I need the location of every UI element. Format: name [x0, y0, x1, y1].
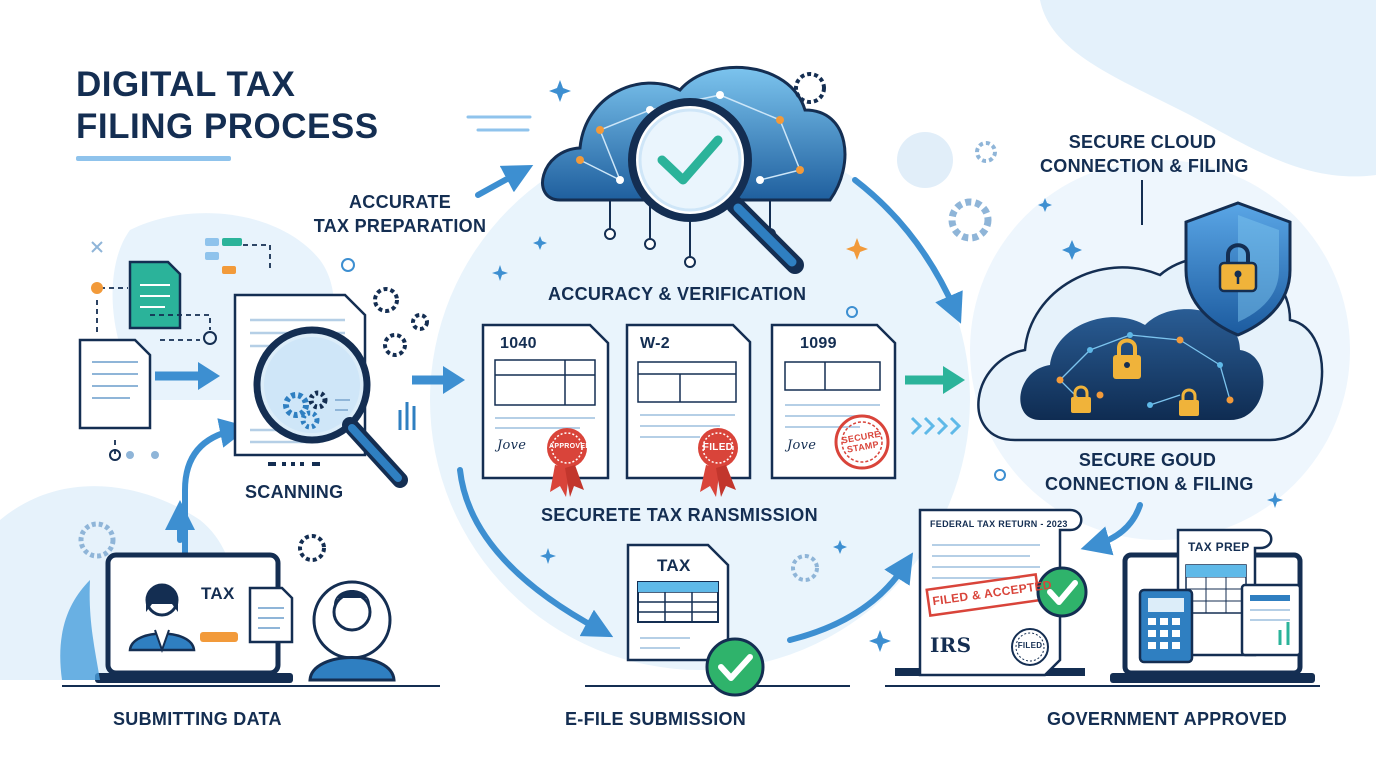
- scanning-illustration: [233, 287, 429, 488]
- input-documents: [78, 238, 271, 461]
- label-government-approved: GOVERNMENT APPROVED: [1047, 709, 1288, 729]
- verification-cloud: [541, 65, 997, 274]
- label-secure-cloud-top-line2: CONNECTION & FILING: [1040, 156, 1249, 176]
- ring-dots: [341, 258, 1006, 481]
- efile-doc-label: TAX: [657, 556, 691, 575]
- government-approval: [895, 508, 1315, 683]
- page-title: DIGITAL TAX FILING PROCESS: [76, 64, 379, 148]
- secure-cloud: [977, 180, 1324, 442]
- form-1099-id: 1099: [800, 335, 837, 352]
- label-submitting-data: SUBMITTING DATA: [113, 709, 282, 729]
- form-1040-id: 1040: [500, 335, 537, 352]
- laptop-submitter: [60, 521, 396, 683]
- label-accurate-prep-line2: TAX PREPARATION: [313, 216, 487, 236]
- laptop-doc-label: TAX: [201, 584, 235, 603]
- stage-arrows: [155, 362, 965, 436]
- irs-logo-text: IRS: [930, 633, 972, 657]
- label-transmission: SECURETE TAX RANSMISSION: [541, 505, 818, 525]
- federal-return-seal: FILED: [1017, 641, 1043, 650]
- form-w2-id: W-2: [640, 335, 670, 352]
- sparkles: [492, 80, 1283, 652]
- label-secure-cloud-bottom: SECURE GOUD CONNECTION & FILING: [1045, 448, 1254, 496]
- flow-arrows: [165, 164, 1143, 643]
- form-1040-drawing: [481, 323, 610, 497]
- title-line-1: DIGITAL TAX: [76, 65, 296, 104]
- title-line-2: FILING PROCESS: [76, 107, 379, 146]
- form-w2-drawing: [625, 323, 752, 497]
- form-1099-signature: Jove: [787, 438, 817, 453]
- federal-return-header: FEDERAL TAX RETURN - 2023: [930, 519, 1068, 529]
- efile-document: [626, 543, 819, 697]
- label-scanning: SCANNING: [245, 482, 344, 502]
- title-underline: [76, 115, 532, 161]
- label-accurate-prep-line1: ACCURATE: [348, 192, 452, 212]
- form-1040-stamp: APPROVED: [549, 443, 591, 450]
- label-accurate-prep: ACCURATE TAX PREPARATION: [300, 190, 500, 238]
- label-secure-cloud-top: SECURE CLOUD CONNECTION & FILING: [1040, 130, 1249, 178]
- tax-prep-label: TAX PREP: [1188, 540, 1250, 554]
- tax-forms: [481, 323, 897, 497]
- form-1040-signature: Jove: [497, 438, 527, 453]
- label-secure-cloud-top-line1: SECURE CLOUD: [1068, 132, 1217, 152]
- label-secure-cloud-bottom-line2: CONNECTION & FILING: [1045, 474, 1254, 494]
- form-1099-drawing: [770, 323, 897, 480]
- label-efile-submission: E-FILE SUBMISSION: [565, 709, 747, 729]
- label-accuracy-verification: ACCURACY & VERIFICATION: [548, 284, 807, 304]
- form-w2-stamp: FILED: [702, 442, 734, 453]
- label-secure-cloud-bottom-line1: SECURE GOUD: [1078, 450, 1217, 470]
